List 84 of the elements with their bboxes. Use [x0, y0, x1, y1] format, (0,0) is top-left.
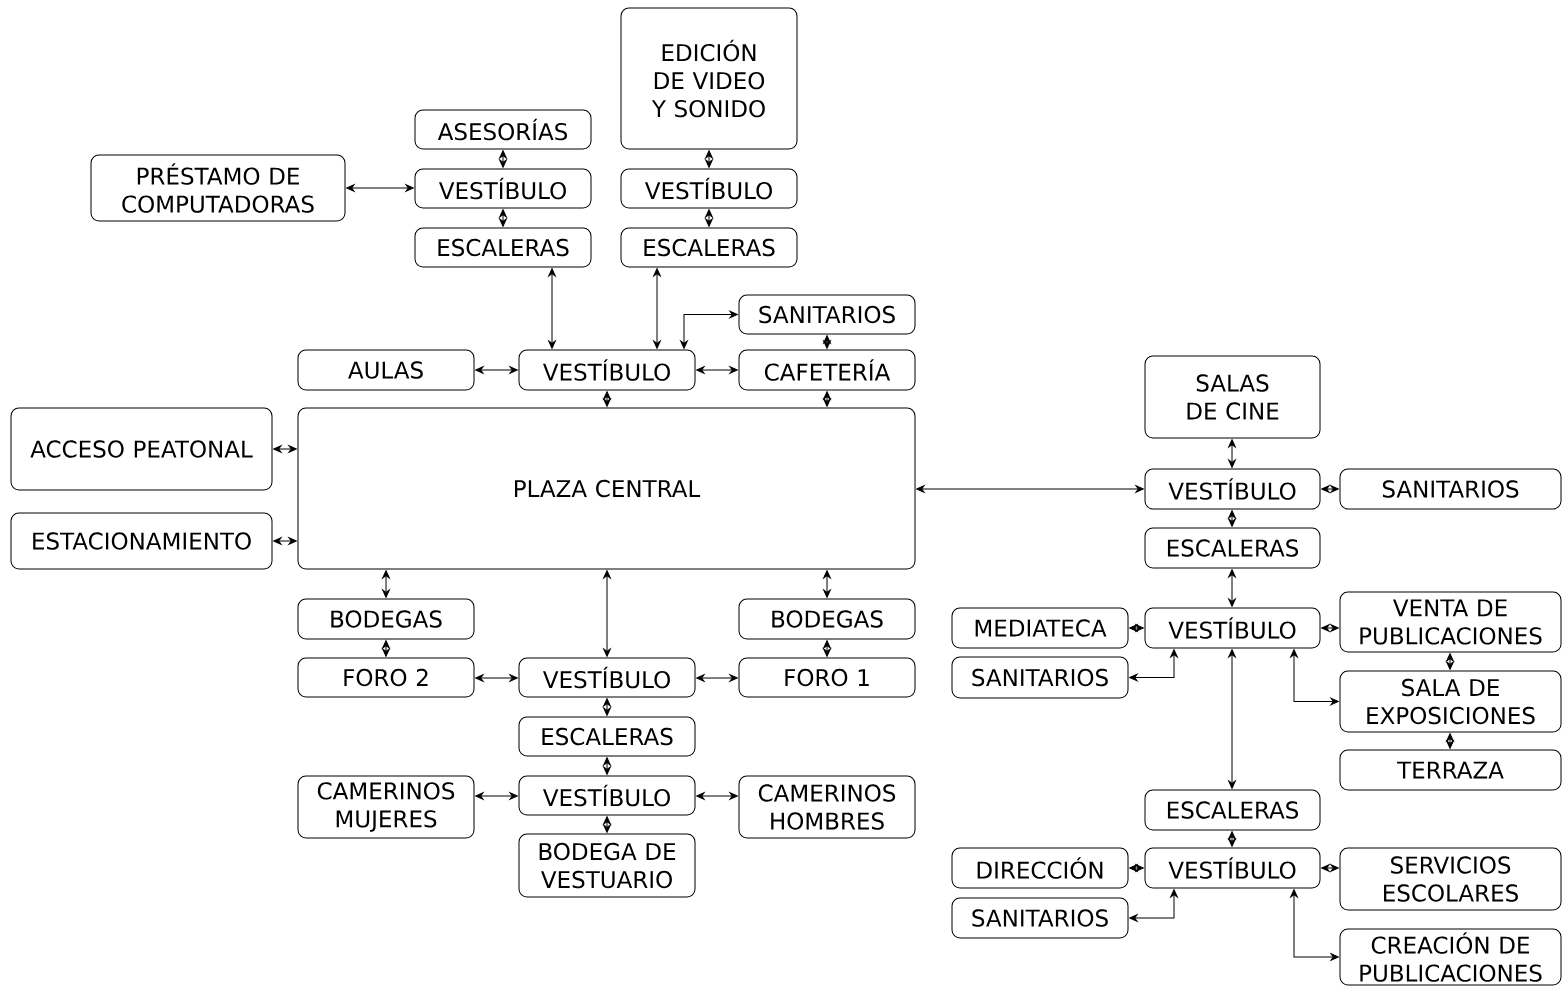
room-box: ESTACIONAMIENTO — [10, 512, 273, 570]
room-box: VENTA DE PUBLICACIONES — [1339, 591, 1562, 653]
connector-arrow — [696, 792, 738, 800]
connector-arrow — [1129, 889, 1178, 922]
room-box: VESTÍBULO — [518, 657, 696, 698]
connector-arrow — [603, 570, 611, 657]
room-box: BODEGA DE VESTUARIO — [518, 833, 696, 898]
room-box: CAMERINOS HOMBRES — [738, 775, 916, 839]
connector-arrow — [1290, 889, 1339, 961]
connector-arrow — [548, 268, 556, 349]
room-box: AULAS — [297, 349, 475, 391]
room-box: VESTÍBULO — [518, 775, 696, 816]
connector-arrow — [823, 570, 831, 598]
room-box: PRÉSTAMO DE COMPUTADORAS — [90, 154, 346, 222]
room-box: SANITARIOS — [738, 294, 916, 335]
connector-arrow — [273, 445, 297, 453]
room-box: BODEGAS — [297, 598, 475, 640]
room-box: ESCALERAS — [1144, 789, 1321, 831]
room-box: VESTÍBULO — [1144, 607, 1321, 649]
room-box: ACCESO PEATONAL — [10, 407, 273, 491]
connector-arrow — [1228, 569, 1236, 607]
room-box: SALAS DE CINE — [1144, 355, 1321, 439]
connector-arrow — [705, 150, 713, 168]
connector-arrow — [1446, 733, 1454, 749]
connector-arrow — [382, 640, 390, 657]
connector-arrow — [823, 391, 831, 407]
room-box: EDICIÓN DE VIDEO Y SONIDO — [620, 7, 798, 150]
connector-arrow — [680, 310, 738, 349]
connector-arrow — [696, 674, 738, 682]
room-box: VESTÍBULO — [518, 349, 696, 391]
room-box: ESCALERAS — [414, 227, 592, 268]
connector-arrow — [475, 366, 518, 374]
connector-arrow — [1446, 653, 1454, 670]
connector-arrow — [475, 792, 518, 800]
room-box: TERRAZA — [1339, 749, 1562, 791]
room-box: SANITARIOS — [1339, 468, 1562, 510]
connector-arrow — [273, 537, 297, 545]
connector-arrow — [382, 570, 390, 598]
connector-arrow — [705, 209, 713, 227]
connector-arrow — [1290, 649, 1339, 706]
connector-arrow — [1228, 649, 1236, 789]
room-box: BODEGAS — [738, 598, 916, 640]
room-box: CAFETERÍA — [738, 349, 916, 391]
room-box: VESTÍBULO — [1144, 468, 1321, 510]
connector-arrow — [696, 366, 738, 374]
connector-arrow — [499, 150, 507, 168]
room-box: PLAZA CENTRAL — [297, 407, 916, 570]
room-box: ESCALERAS — [620, 227, 798, 268]
room-box: VESTÍBULO — [1144, 847, 1321, 889]
room-box: ESCALERAS — [1144, 527, 1321, 569]
room-box: VESTÍBULO — [620, 168, 798, 209]
room-box: DIRECCIÓN — [951, 847, 1129, 889]
connector-arrow — [1321, 864, 1339, 872]
room-box: ASESORÍAS — [414, 109, 592, 150]
room-box: FORO 1 — [738, 657, 916, 698]
room-box: VESTÍBULO — [414, 168, 592, 209]
connector-arrow — [603, 757, 611, 775]
room-box: MEDIATECA — [951, 607, 1129, 649]
connector-arrow — [1228, 439, 1236, 468]
room-box: ESCALERAS — [518, 716, 696, 757]
connector-arrow — [1321, 624, 1339, 632]
connector-arrow — [823, 335, 831, 349]
connector-arrow — [1228, 831, 1236, 847]
connector-arrow — [1228, 510, 1236, 527]
room-box: SALA DE EXPOSICIONES — [1339, 670, 1562, 733]
connector-arrow — [1129, 649, 1178, 682]
room-box: SANITARIOS — [951, 897, 1129, 939]
room-box: CAMERINOS MUJERES — [297, 775, 475, 839]
connector-arrow — [1321, 485, 1339, 493]
connector-arrow — [475, 674, 518, 682]
connector-arrow — [1129, 624, 1144, 632]
connector-arrow — [346, 184, 414, 192]
connector-arrow — [916, 485, 1144, 493]
connector-arrow — [603, 816, 611, 833]
connector-arrow — [499, 209, 507, 227]
connector-arrow — [653, 268, 661, 349]
room-box: SANITARIOS — [951, 656, 1129, 699]
connector-arrow — [823, 640, 831, 657]
room-box: FORO 2 — [297, 657, 475, 698]
connector-arrow — [603, 391, 611, 407]
connector-arrow — [603, 698, 611, 716]
room-box: SERVICIOS ESCOLARES — [1339, 847, 1562, 911]
connector-arrow — [1129, 864, 1144, 872]
room-box: CREACIÓN DE PUBLICACIONES — [1339, 928, 1562, 986]
